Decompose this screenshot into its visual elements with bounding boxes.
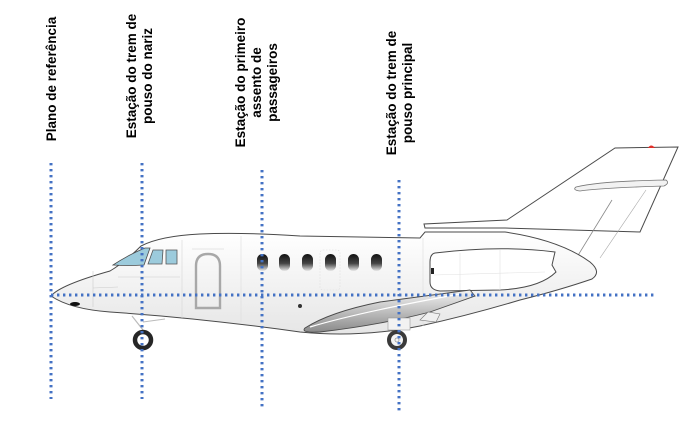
main-landing-gear <box>387 317 411 350</box>
label-nose-gear-line-1: Estação do trem de <box>124 13 139 139</box>
nose-tire-icon <box>132 329 154 351</box>
cabin-windows <box>257 254 382 271</box>
label-reference-plane-line-1: Plano de referência <box>44 16 59 142</box>
label-reference-plane: Plano de referência <box>44 6 60 152</box>
main-tire-icon <box>387 330 407 350</box>
label-main-gear-line-1: Estação do trem de <box>384 30 399 156</box>
engine-nacelle <box>429 248 557 292</box>
label-first-seat-line-2: assento de <box>249 47 264 118</box>
station-lines <box>49 163 655 414</box>
label-main-gear-line-2: pouso principal <box>400 42 415 144</box>
nose-light-icon <box>70 302 80 306</box>
cabin-door <box>194 252 222 310</box>
label-nose-gear-line-2: pouso do nariz <box>140 28 155 124</box>
label-first-seat-line-1: Estação do primeiro <box>233 17 248 148</box>
label-first-seat-line-3: passageiros <box>265 43 280 122</box>
beacon-light-icon <box>648 145 655 148</box>
vertical-tail <box>423 145 679 259</box>
label-first-seat-station: Estação do primeiro assento de passageir… <box>233 5 281 160</box>
label-nose-gear-station: Estação do trem de pouso do nariz <box>124 2 156 150</box>
windshield <box>111 247 151 266</box>
label-main-gear-station: Estação do trem de pouso principal <box>384 18 416 168</box>
nose-landing-gear <box>131 315 166 351</box>
